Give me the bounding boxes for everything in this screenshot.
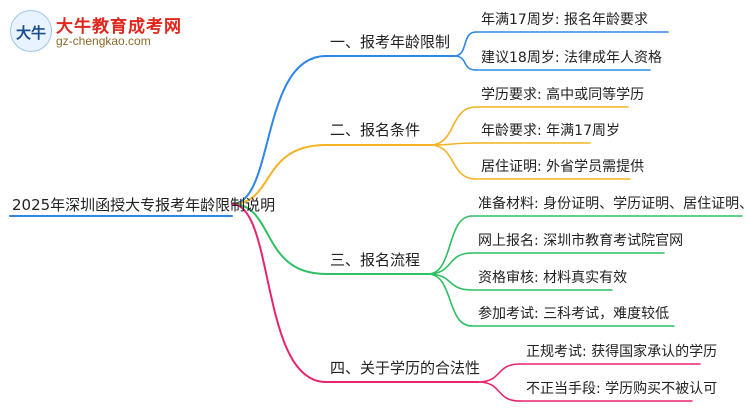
leaf-3-3: 资格审核: 材料真实有效 (478, 270, 628, 286)
logo-mark-icon: 大牛 (10, 10, 52, 52)
connector-root-branch-2 (231, 144, 327, 205)
site-logo: 大牛 大牛教育成考网 gz-chengkao.com (4, 8, 194, 54)
connector-branch-1-leaf-1 (453, 31, 477, 57)
branch-2-label: 二、报名条件 (330, 121, 421, 139)
leaf-4-1: 正规考试: 获得国家承认的学历 (526, 344, 718, 360)
leaf-3-1: 准备材料: 身份证明、学历证明、居住证明、照片 (478, 196, 750, 212)
logo-mark-text: 大牛 (15, 24, 46, 42)
connector-branch-1-leaf-2 (453, 55, 477, 71)
connector-branch-4-leaf-2 (477, 381, 521, 402)
logo-url: gz-chengkao.com (56, 34, 151, 48)
connector-branch-3-leaf-4 (427, 273, 473, 327)
branch-3-label: 三、报名流程 (330, 251, 421, 269)
connector-root-branch-3 (231, 203, 327, 275)
leaf-4-2: 不正当手段: 学历购买不被认可 (526, 381, 718, 397)
connector-root-branch-4 (231, 203, 327, 383)
branch-1-label: 一、报考年龄限制 (330, 33, 451, 51)
connector-branch-2-leaf-1 (429, 106, 477, 146)
leaf-2-3: 居住证明: 外省学员需提供 (481, 159, 645, 175)
connector-branch-3-leaf-3 (427, 273, 473, 291)
leaf-3-4: 参加考试: 三科考试，难度较低 (478, 306, 670, 322)
leaf-2-2: 年龄要求: 年满17周岁 (481, 123, 620, 139)
connector-branch-3-leaf-2 (427, 252, 473, 275)
logo-title: 大牛教育成考网 (56, 17, 182, 37)
leaf-1-1: 年满17周岁: 报名年龄要求 (481, 12, 648, 28)
connector-branch-3-leaf-1 (427, 215, 473, 275)
connector-branch-4-leaf-1 (477, 363, 521, 383)
leaf-1-2: 建议18周岁: 法律成年人资格 (481, 50, 662, 66)
connector-branch-2-leaf-3 (429, 144, 477, 180)
mindmap-root: 2025年深圳函授大专报考年龄限制说明 (12, 196, 276, 214)
leaf-2-1: 学历要求: 高中或同等学历 (481, 87, 645, 103)
branch-4-label: 四、关于学历的合法性 (330, 359, 481, 377)
leaf-3-2: 网上报名: 深圳市教育考试院官网 (478, 233, 684, 249)
connector-root-branch-1 (231, 55, 327, 205)
